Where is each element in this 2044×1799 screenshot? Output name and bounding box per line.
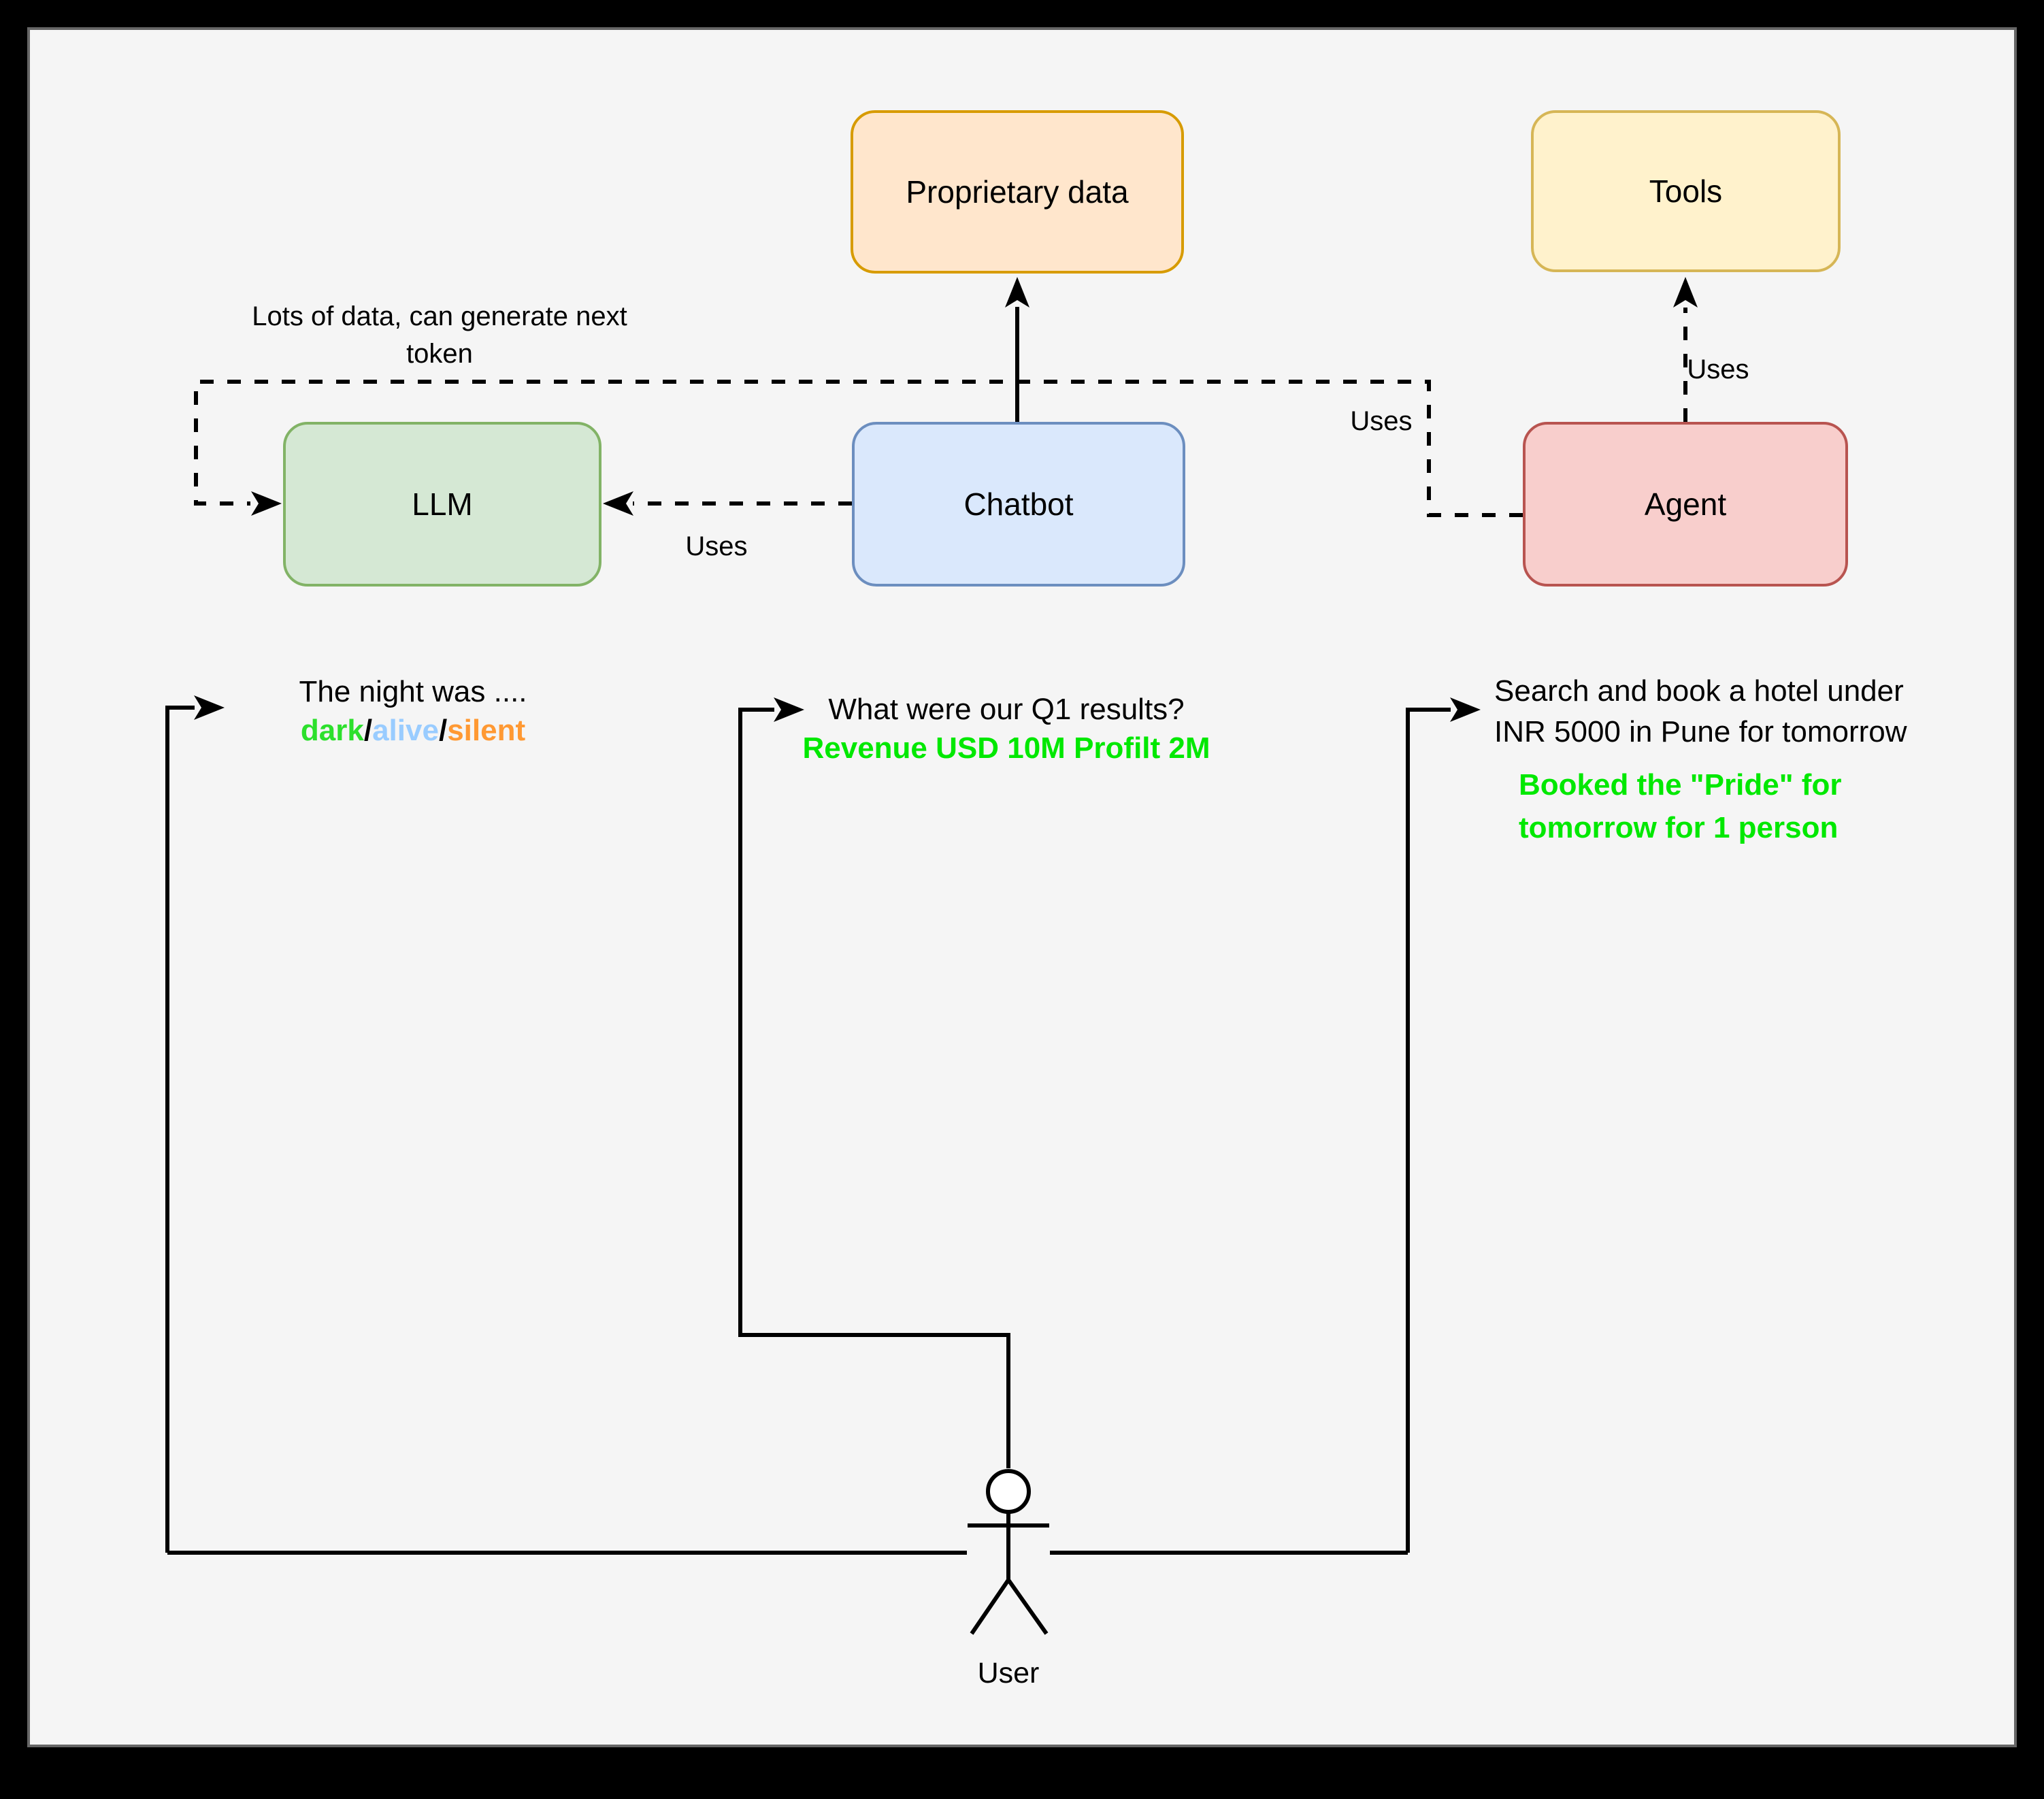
user-label: User [977,1657,1040,1689]
uses-label-agent-tools: Uses [1687,354,1749,384]
uses-label-chatbot-llm: Uses [685,531,748,561]
connector-user-to-llm-example [165,695,225,1553]
connector-user-to-agent-example [1406,697,1481,1553]
node-tools-label: Tools [1649,174,1723,209]
llm-option-silent: silent [447,714,526,747]
llm-example: The night was .... dark/alive/silent [209,672,617,750]
agent-example-response: Booked the "Pride" for tomorrow for 1 pe… [1519,763,1954,849]
llm-note-line2: token [406,339,473,369]
agent-example-prompt-line1: Search and book a hotel under [1494,674,1904,708]
diagram-canvas [27,27,2017,1747]
node-proprietary-data-label: Proprietary data [906,174,1129,210]
node-chatbot: Chatbot [852,422,1185,587]
uses-label-agent-llm: Uses [1350,406,1413,436]
user-stick-figure [968,1469,1049,1635]
connector-agent-to-tools [1673,277,1698,422]
agent-example-prompt: Search and book a hotel under INR 5000 i… [1494,671,1984,753]
option-separator: / [363,714,373,747]
connector-user-to-chatbot-example [738,697,1010,1468]
node-llm-label: LLM [412,486,473,522]
llm-option-alive: alive [372,714,439,747]
agent-example-response-line2: tomorrow for 1 person [1519,811,1839,844]
node-chatbot-label: Chatbot [963,486,1074,522]
connector-agent-to-llm [194,380,1523,517]
chatbot-example-response: Revenue USD 10M Profilt 2M [802,731,1210,765]
chatbot-example: What were our Q1 results? Revenue USD 10… [802,690,1210,768]
node-tools: Tools [1531,110,1841,272]
node-proprietary-data: Proprietary data [851,110,1184,274]
node-llm: LLM [283,422,601,587]
node-agent-label: Agent [1644,486,1727,522]
agent-example-response-line1: Booked the "Pride" for [1519,768,1842,802]
connector-chatbot-to-llm [603,491,852,516]
option-separator: / [438,714,448,747]
chatbot-example-prompt: What were our Q1 results? [828,693,1185,726]
llm-option-dark: dark [300,714,364,747]
llm-note-line1: Lots of data, can generate next [252,301,627,331]
llm-example-options: dark/alive/silent [209,711,617,750]
connector-chatbot-to-proprietary-data [1005,277,1029,422]
llm-note-label: Lots of data, can generate next token [167,298,712,373]
node-agent: Agent [1523,422,1848,587]
llm-example-prompt: The night was .... [299,675,527,708]
agent-example-prompt-line2: INR 5000 in Pune for tomorrow [1494,715,1907,748]
